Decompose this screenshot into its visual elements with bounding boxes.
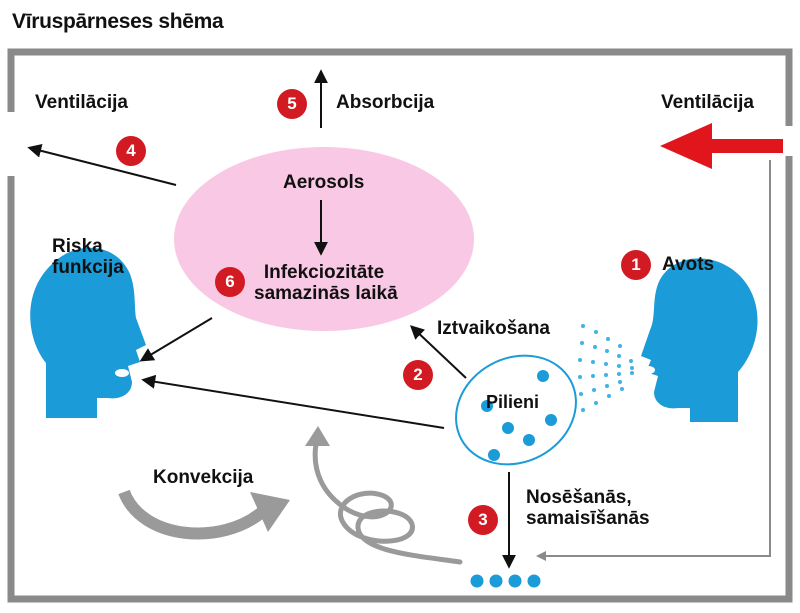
droplet-cloud bbox=[455, 354, 577, 466]
badge-ventilation: 4 bbox=[116, 136, 146, 166]
droplets-label: Pilieni bbox=[486, 392, 540, 412]
arrow-aerosol-to-head bbox=[139, 317, 213, 362]
arrow-ventilation-out bbox=[27, 143, 177, 186]
infectivity-label: Infekciozitāte samazinās laikā bbox=[254, 262, 398, 305]
badge-absorption: 5 bbox=[277, 89, 307, 119]
infectivity-line1: Infekciozitāte bbox=[263, 262, 385, 283]
spray-dots bbox=[578, 324, 634, 412]
risk-head-icon bbox=[30, 247, 147, 418]
convection-arrow-icon bbox=[118, 489, 290, 540]
badge-source: 1 bbox=[621, 250, 651, 280]
diagram-title: Vīruspārneses shēma bbox=[12, 10, 224, 33]
risk-line1: Riska bbox=[52, 236, 103, 257]
source-head-icon bbox=[641, 258, 758, 422]
ventilation-right-label: Ventilācija bbox=[661, 92, 754, 113]
ventilation-inlet-arrow-icon bbox=[660, 123, 783, 169]
settling-line2: samaisīšanās bbox=[526, 508, 650, 530]
aerosol-label: Aerosols bbox=[283, 172, 365, 193]
aerosol-cloud bbox=[174, 147, 474, 331]
arrow-evaporation bbox=[409, 325, 467, 379]
flow-arrows bbox=[27, 69, 516, 569]
convection-label: Konvekcija bbox=[153, 467, 254, 488]
risk-line2: funkcija bbox=[52, 257, 124, 279]
risk-label: Riska funkcija bbox=[52, 236, 124, 279]
settling-label: Nosēšanās, samaisīšanās bbox=[526, 487, 650, 530]
settled-droplets bbox=[470, 574, 541, 588]
badge-infectivity: 6 bbox=[215, 267, 245, 297]
badge-evaporation: 2 bbox=[403, 360, 433, 390]
ventilation-flow-line bbox=[536, 160, 771, 561]
evaporation-label: Iztvaikošana bbox=[437, 318, 550, 339]
settling-line1: Nosēšanās, bbox=[526, 487, 632, 508]
badge-settling: 3 bbox=[468, 505, 498, 535]
absorption-label: Absorbcija bbox=[336, 92, 435, 113]
infectivity-line2: samazinās laikā bbox=[254, 283, 398, 305]
arrow-droplets-to-head bbox=[141, 374, 445, 429]
room-frame bbox=[7, 48, 793, 603]
droplets bbox=[481, 370, 557, 461]
spiral-icon bbox=[305, 426, 463, 565]
source-label: Avots bbox=[662, 254, 715, 275]
ventilation-left-label: Ventilācija bbox=[35, 92, 128, 113]
